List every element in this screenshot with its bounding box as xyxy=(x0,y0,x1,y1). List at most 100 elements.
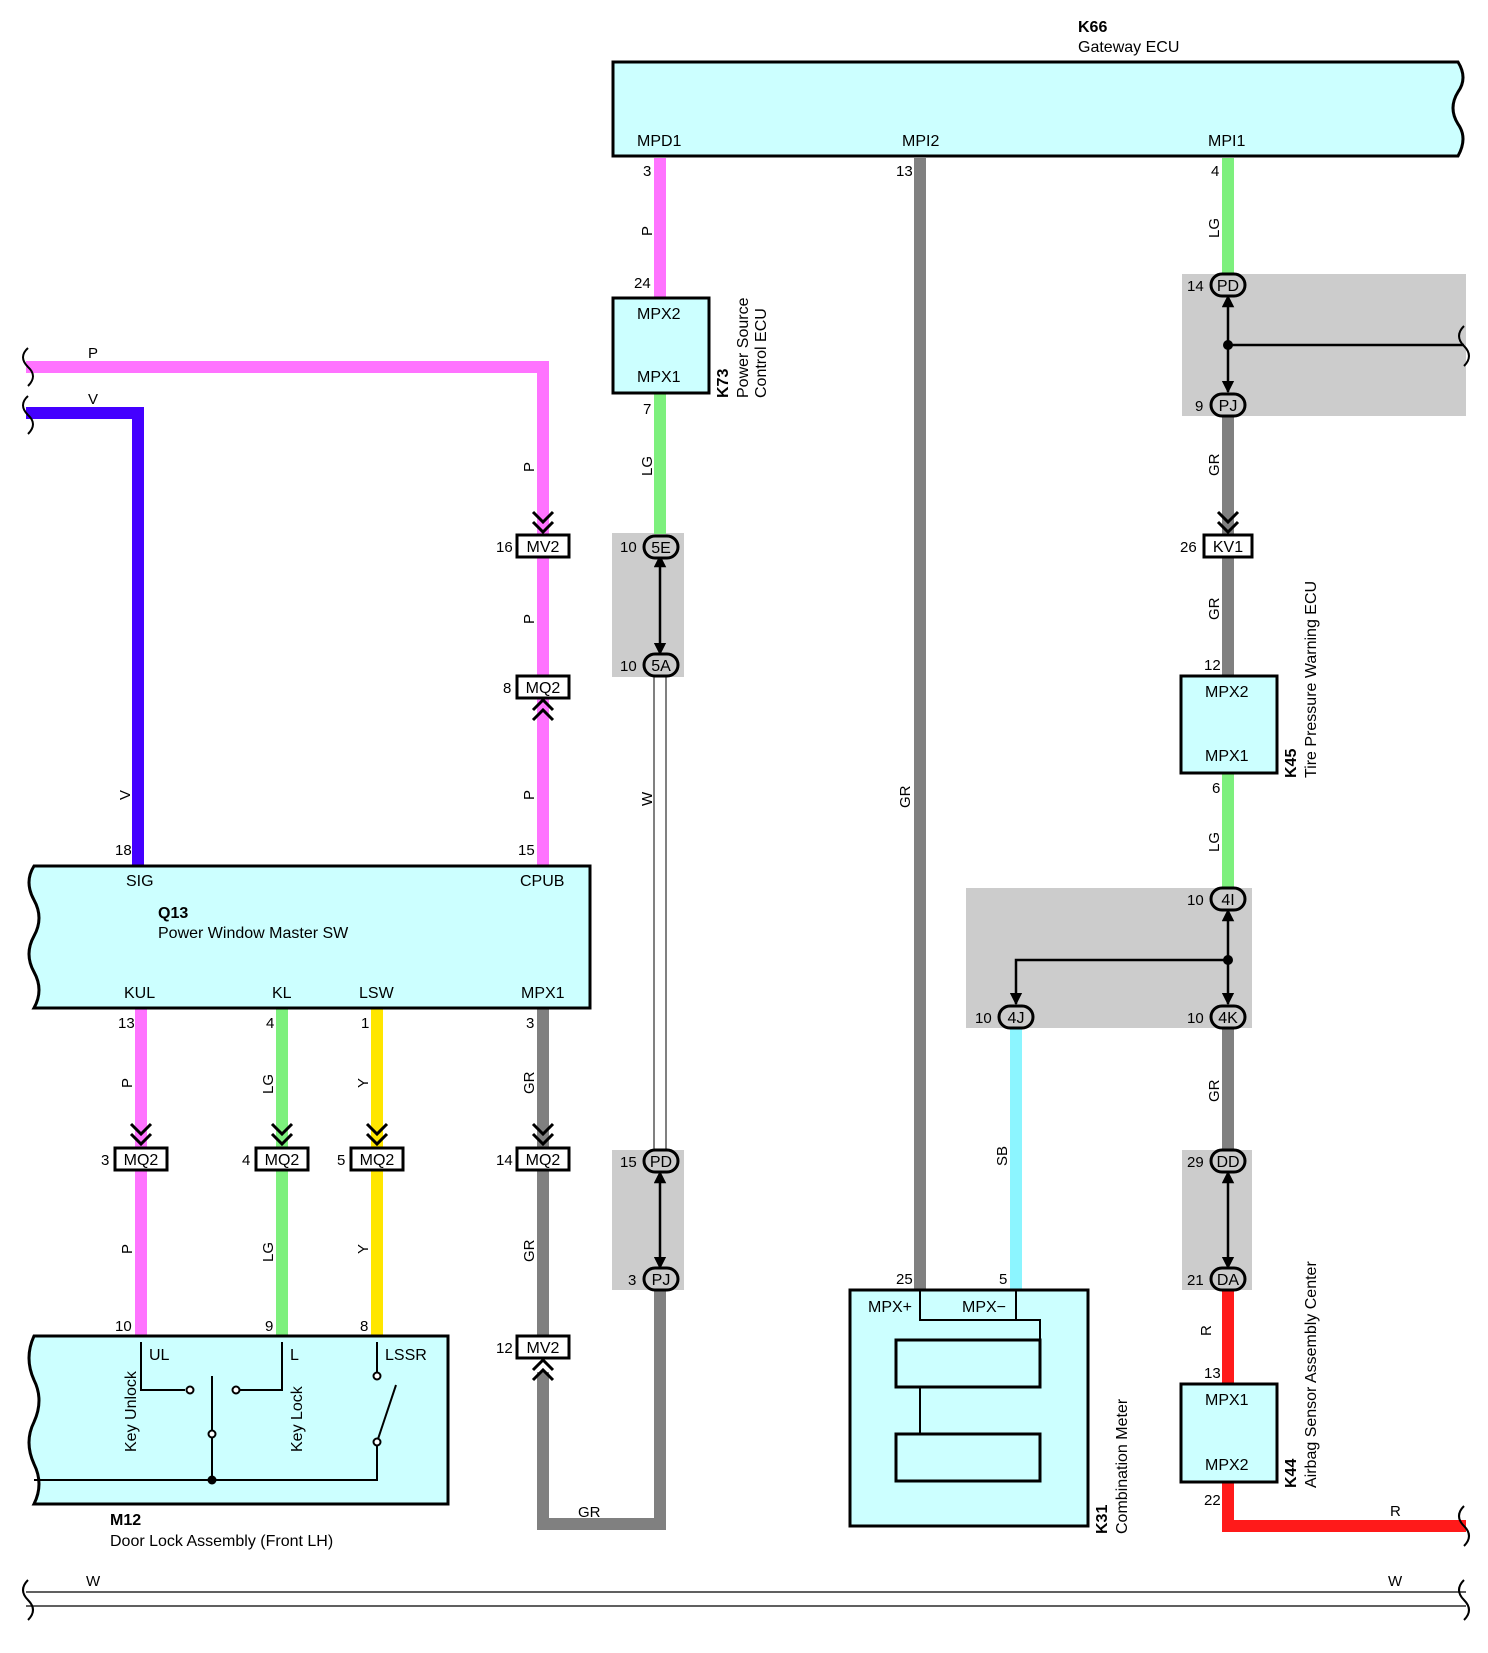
m12-switch-lock: Key Lock xyxy=(289,1385,306,1452)
connector-mq2-lsw: MQ2 xyxy=(349,1122,405,1172)
k66-pin-mpi2: MPI2 xyxy=(902,133,939,150)
wire-label: LG xyxy=(260,1242,277,1262)
pin-number: 29 xyxy=(1187,1154,1204,1171)
k31-name: Combination Meter xyxy=(1114,1398,1131,1534)
m12-id: M12 xyxy=(110,1512,141,1529)
component-k45 xyxy=(1179,674,1279,775)
wire-label: GR xyxy=(521,1239,538,1262)
pin-number: 9 xyxy=(265,1318,273,1335)
connector-kv1: KV1 xyxy=(1202,510,1254,559)
pin-number: 12 xyxy=(496,1340,513,1357)
connector-mq2-mid: MQ2 xyxy=(515,674,571,722)
wire-label: Y xyxy=(355,1244,372,1254)
k66-id: K66 xyxy=(1078,19,1107,36)
wire-label: GR xyxy=(1206,1079,1223,1102)
svg-text:MQ2: MQ2 xyxy=(360,1152,395,1169)
svg-text:MQ2: MQ2 xyxy=(526,1152,561,1169)
m12-contact xyxy=(185,1385,195,1395)
pin-number: 4 xyxy=(242,1152,250,1169)
pin-number: 3 xyxy=(526,1015,534,1032)
component-k44 xyxy=(1179,1382,1279,1484)
k31-pin-mpxp: MPX+ xyxy=(868,1299,912,1316)
wire-gray-loop xyxy=(537,1288,666,1530)
wire-label: W xyxy=(1388,1573,1403,1590)
wire-label: P xyxy=(88,345,98,362)
pin-number: 10 xyxy=(620,539,637,556)
junction-oval-pj-left: PJ xyxy=(642,1266,680,1292)
pin-number: 10 xyxy=(620,658,637,675)
wire-label: SB xyxy=(994,1146,1011,1166)
wire-label: LG xyxy=(639,456,656,476)
pin-number: 26 xyxy=(1180,539,1197,556)
component-k66 xyxy=(611,60,1465,158)
q13-name: Power Window Master SW xyxy=(158,925,349,942)
m12-contact xyxy=(372,1371,382,1381)
k73-name-line2: Control ECU xyxy=(753,308,770,398)
junction-block-dd-da xyxy=(1182,1150,1252,1290)
svg-text:4K: 4K xyxy=(1218,1010,1238,1027)
component-q13 xyxy=(27,864,592,1010)
svg-text:MQ2: MQ2 xyxy=(265,1152,300,1169)
m12-contact xyxy=(207,1429,217,1439)
wire-label: P xyxy=(521,462,538,472)
k66-pin-mpi1: MPI1 xyxy=(1208,133,1245,150)
svg-text:MQ2: MQ2 xyxy=(124,1152,159,1169)
pin-number: 5 xyxy=(337,1152,345,1169)
component-k73 xyxy=(611,296,711,395)
pin-number: 10 xyxy=(115,1318,132,1335)
wire-end-squiggle xyxy=(22,1579,34,1621)
wire-label: GR xyxy=(521,1071,538,1094)
svg-text:4I: 4I xyxy=(1221,892,1234,909)
k45-name: Tire Pressure Warning ECU xyxy=(1303,581,1320,778)
pin-number: 6 xyxy=(1212,780,1220,797)
pin-number: 15 xyxy=(518,842,535,859)
wire-label: GR xyxy=(1206,453,1223,476)
pin-number: 3 xyxy=(643,163,651,180)
wire-white xyxy=(653,675,667,1152)
q13-pin-kul: KUL xyxy=(124,985,155,1002)
connector-mq2-kl: MQ2 xyxy=(254,1122,310,1172)
q13-pin-sig: SIG xyxy=(126,873,154,890)
wire-end-squiggle xyxy=(22,395,34,435)
wire-label: R xyxy=(1390,1503,1401,1520)
pin-number: 16 xyxy=(496,539,513,556)
pin-number: 21 xyxy=(1187,1272,1204,1289)
junction-node xyxy=(1223,955,1233,965)
m12-contact xyxy=(231,1385,241,1395)
k66-pin-mpd1: MPD1 xyxy=(637,133,682,150)
svg-text:5A: 5A xyxy=(651,658,671,675)
svg-text:MQ2: MQ2 xyxy=(526,680,561,697)
pin-number: 9 xyxy=(1195,398,1203,415)
junction-node xyxy=(1223,340,1233,350)
pin-number: 24 xyxy=(634,275,651,292)
k31-id: K31 xyxy=(1094,1505,1111,1534)
wire-end-squiggle xyxy=(1458,1505,1470,1547)
k44-id: K44 xyxy=(1283,1459,1300,1488)
q13-id: Q13 xyxy=(158,905,188,922)
wire-label: Y xyxy=(355,1078,372,1088)
pin-number: 7 xyxy=(643,401,651,418)
pin-number: 14 xyxy=(496,1152,513,1169)
k45-pin-mpx2: MPX2 xyxy=(1205,684,1249,701)
svg-text:PD: PD xyxy=(1217,278,1239,295)
junction-oval-pd-right: PD xyxy=(1209,272,1247,298)
wire-label: GR xyxy=(897,785,914,808)
wire-label: V xyxy=(117,790,134,800)
q13-pin-mpx1: MPX1 xyxy=(521,985,565,1002)
junction-oval-5a: 5A xyxy=(642,652,680,678)
pin-number: 5 xyxy=(999,1271,1007,1288)
k44-pin-mpx2: MPX2 xyxy=(1205,1457,1249,1474)
pin-number: 10 xyxy=(1187,1010,1204,1027)
connector-mq2-kul: MQ2 xyxy=(113,1122,169,1172)
pin-number: 13 xyxy=(118,1015,135,1032)
junction-block-pd-pj-left xyxy=(612,1150,684,1290)
k31-internal-circuit xyxy=(894,1290,1042,1483)
wire-label: P xyxy=(119,1078,136,1088)
m12-switch-unlock: Key Unlock xyxy=(123,1370,140,1452)
connector-mq2-mpx1: MQ2 xyxy=(515,1122,571,1172)
wire-label: LG xyxy=(1206,218,1223,238)
m12-switch-circuit xyxy=(34,1342,397,1481)
m12-name: Door Lock Assembly (Front LH) xyxy=(110,1533,333,1550)
wire-red-k44-right xyxy=(1222,1482,1466,1532)
junction-oval-5e: 5E xyxy=(642,534,680,560)
